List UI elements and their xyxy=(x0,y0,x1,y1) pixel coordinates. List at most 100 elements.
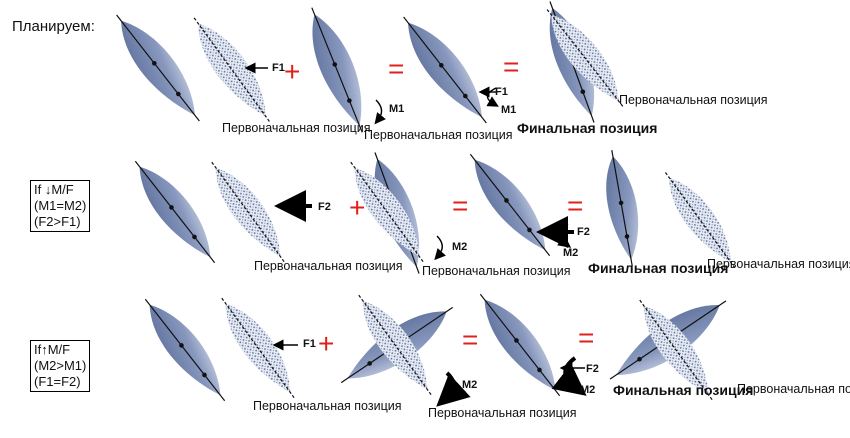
leaf-final xyxy=(606,149,639,267)
condition-line: (F1=F2) xyxy=(34,374,81,389)
leaf-speckled xyxy=(211,161,285,263)
axis-point xyxy=(332,62,338,67)
leaf-sum xyxy=(469,153,551,257)
leaf-axis xyxy=(144,298,226,402)
leaf-axis xyxy=(116,14,200,122)
moment-arrow-icon xyxy=(436,371,471,407)
final-position-label: Финальная позиция xyxy=(613,382,754,398)
moment-label: M2 xyxy=(580,384,596,396)
axis-point xyxy=(367,361,372,366)
initial-position-label: Первоначальная позиция xyxy=(222,121,371,135)
leaf-axis xyxy=(134,160,216,264)
leaf-sum xyxy=(403,16,487,124)
leaf-shape xyxy=(606,156,639,260)
leaf-axis xyxy=(546,9,624,107)
axis-point xyxy=(176,91,181,97)
leaf-shape xyxy=(474,159,546,251)
leaf-speckled-overlay xyxy=(350,161,424,263)
final-position-label: Финальная позиция xyxy=(517,120,658,136)
axis-point xyxy=(169,205,174,210)
leaf-speckled xyxy=(193,17,271,123)
plus-operator: + xyxy=(349,192,366,223)
force-label: F2 xyxy=(318,201,331,213)
moment-label: M2 xyxy=(452,241,468,253)
equals-operator: = xyxy=(462,324,479,355)
axis-point xyxy=(179,343,184,348)
force-label: F2 xyxy=(577,226,590,238)
force-label: F2 xyxy=(586,363,599,375)
equals-operator: = xyxy=(452,190,469,221)
equals-operator: = xyxy=(578,322,595,353)
page-title: Планируем: xyxy=(12,18,95,35)
moment-label: M2 xyxy=(563,247,579,259)
leaf-axis xyxy=(211,161,285,263)
leaf-shape xyxy=(225,303,291,393)
moment-label: M2 xyxy=(462,379,478,391)
leaf-shape xyxy=(362,300,428,390)
axis-point xyxy=(580,89,586,95)
equals-operator: = xyxy=(503,51,520,82)
leaf-shape xyxy=(215,167,281,257)
initial-position-label: Первоначальная позиция xyxy=(364,128,513,142)
initial-position-label: Первоначальная позиция xyxy=(253,399,402,413)
leaf-shape xyxy=(139,166,211,258)
leaf-shape xyxy=(198,23,266,117)
axis-point xyxy=(152,60,157,66)
axis-point xyxy=(439,62,444,68)
leaf-speckled-overlay xyxy=(358,294,432,396)
moment-label: M1 xyxy=(501,104,517,116)
leaf-shape xyxy=(484,299,556,391)
axis-point xyxy=(192,234,197,240)
leaf-final-reference xyxy=(664,172,736,268)
axis-point xyxy=(537,367,542,373)
moment-arrow-icon xyxy=(486,87,499,107)
initial-position-label: Первоначальная позиция xyxy=(737,382,850,396)
condition-box-row2: If ↓M/F (M1=M2) (F2>F1) xyxy=(30,180,91,232)
moment-arrow-icon xyxy=(551,356,587,396)
initial-position-label: Первоначальная позиция xyxy=(422,264,571,278)
leaf-shape xyxy=(669,177,731,263)
axis-point xyxy=(514,338,519,343)
leaf-final-reference xyxy=(639,299,713,401)
initial-position-label: Первоначальная позиция xyxy=(254,259,403,273)
moment-arrow-icon xyxy=(557,223,572,248)
force-label: F1 xyxy=(495,86,508,98)
initial-position-label: Первоначальная позиция xyxy=(428,406,577,420)
condition-box-row3: If↑M/F (M2>M1) (F1=F2) xyxy=(30,340,91,392)
leaf-axis xyxy=(311,7,363,133)
leaf-shape xyxy=(121,20,195,116)
axis-point xyxy=(504,198,509,203)
axis-point xyxy=(463,93,468,99)
leaf-moved xyxy=(311,7,363,133)
axis-point xyxy=(618,200,624,206)
leaf-shape xyxy=(312,14,362,126)
leaf-final-overlay xyxy=(546,9,624,107)
leaf-axis xyxy=(469,153,551,257)
axis-point xyxy=(347,98,352,103)
leaf-shape xyxy=(408,22,482,118)
equals-operator: = xyxy=(388,53,405,84)
leaf-sum xyxy=(479,293,561,397)
axis-point xyxy=(624,234,630,239)
condition-line: (M1=M2) xyxy=(34,198,87,213)
condition-line: If↑M/F xyxy=(34,342,71,357)
condition-line: (M2>M1) xyxy=(34,358,87,373)
plus-operator: + xyxy=(318,328,335,359)
leaf-reference xyxy=(116,14,200,122)
leaf-axis xyxy=(358,294,432,396)
leaf-axis xyxy=(350,161,424,263)
condition-line: If ↓M/F xyxy=(34,182,74,197)
initial-position-label: Первоначальная позиция xyxy=(707,257,850,271)
moment-arrow-icon xyxy=(434,235,446,261)
leaf-axis xyxy=(479,293,561,397)
leaf-reference xyxy=(134,160,216,264)
force-label: F1 xyxy=(303,338,316,350)
moment-arrow-icon xyxy=(374,99,386,125)
moment-label: M1 xyxy=(389,103,405,115)
axis-point xyxy=(637,356,642,362)
equals-operator: = xyxy=(567,190,584,221)
leaf-speckled xyxy=(221,297,295,399)
leaf-axis xyxy=(193,17,271,123)
leaf-axis xyxy=(639,299,713,401)
